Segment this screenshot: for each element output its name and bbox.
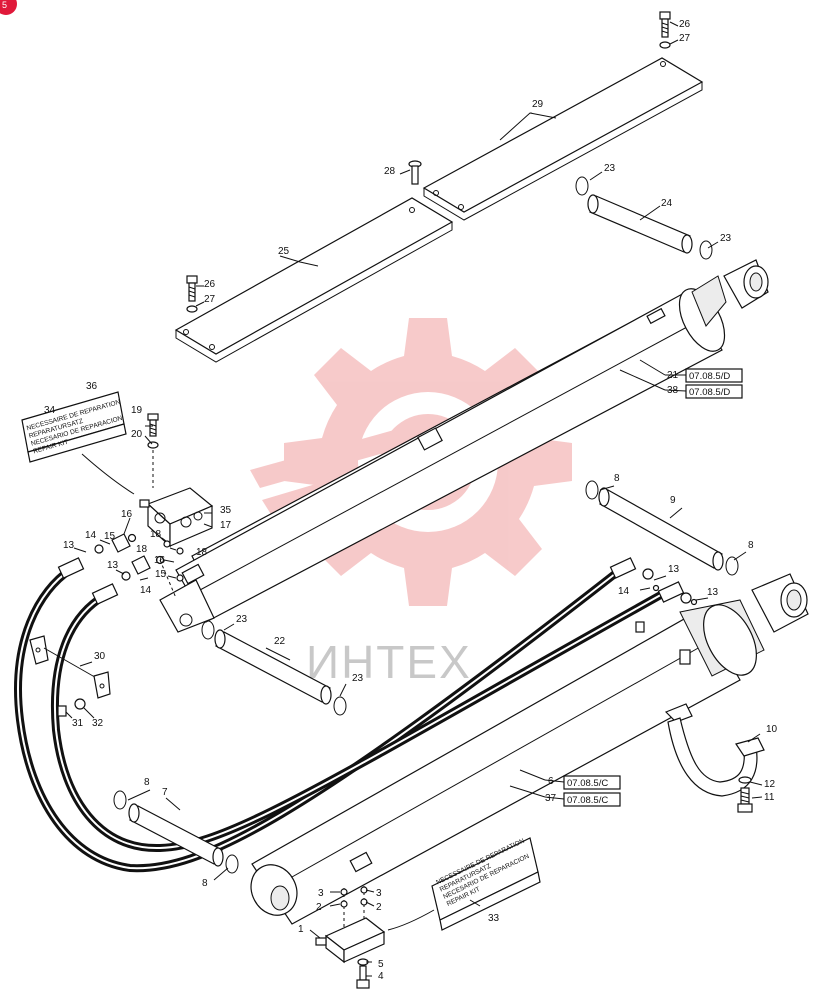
callout-18-c: 18 bbox=[136, 544, 148, 555]
valve-block-17 bbox=[139, 487, 214, 548]
callout-18-b: 18 bbox=[196, 547, 208, 558]
callout-17: 17 bbox=[220, 520, 232, 531]
callout-20: 20 bbox=[131, 429, 143, 440]
reference-text-37: 07.08.5/C bbox=[567, 795, 608, 806]
callout-14-a: 14 bbox=[85, 530, 97, 541]
hydraulic-cylinder-lower bbox=[250, 573, 809, 925]
callout-16-a: 16 bbox=[121, 509, 133, 520]
fitting-15-lower bbox=[121, 555, 165, 581]
valve-block-1 bbox=[315, 886, 386, 964]
watermark-text: ИНТЕХ bbox=[306, 636, 472, 688]
callout-27-top: 27 bbox=[679, 33, 691, 44]
fitting-15-upper bbox=[94, 533, 137, 554]
callout-38: 38 bbox=[667, 385, 679, 396]
callout-15-b: 15 bbox=[155, 569, 167, 580]
callout-26-left: 26 bbox=[204, 279, 216, 290]
brand-badge-icon: 5 bbox=[0, 0, 17, 15]
bolt-28 bbox=[408, 160, 422, 185]
bolt-31 bbox=[57, 698, 86, 717]
seal-18-b bbox=[176, 547, 184, 555]
reference-text-21: 07.08.5/D bbox=[689, 371, 730, 382]
bolt-26-left bbox=[186, 275, 198, 313]
callout-27-left: 27 bbox=[204, 294, 216, 305]
pin-9 bbox=[585, 480, 739, 576]
reference-box-38: 07.08.5/D bbox=[685, 384, 743, 399]
callout-8-c: 8 bbox=[144, 777, 150, 788]
callout-23-d: 23 bbox=[352, 673, 364, 684]
callout-13-a: 13 bbox=[63, 540, 75, 551]
callout-3-b: 3 bbox=[376, 888, 382, 899]
repair-kit-card-upper: NECESSAIRE DE REPARATION REPARATURSATZ N… bbox=[21, 391, 135, 495]
callout-29: 29 bbox=[532, 99, 544, 110]
callout-8-d: 8 bbox=[202, 878, 208, 889]
callout-8-b: 8 bbox=[748, 540, 754, 551]
callout-37: 37 bbox=[545, 793, 557, 804]
cover-plate-25 bbox=[174, 197, 454, 363]
svg-text:5: 5 bbox=[2, 0, 7, 10]
hose-end-fittings bbox=[57, 557, 698, 606]
callout-18-a: 18 bbox=[150, 529, 162, 540]
callout-23-b: 23 bbox=[720, 233, 732, 244]
callout-5: 5 bbox=[378, 959, 384, 970]
reference-box-37: 07.08.5/C bbox=[563, 792, 621, 807]
callout-35: 35 bbox=[220, 505, 232, 516]
callout-8-a: 8 bbox=[614, 473, 620, 484]
reference-text-6: 07.08.5/C bbox=[567, 778, 608, 789]
callout-11: 11 bbox=[764, 792, 775, 803]
callout-10: 10 bbox=[766, 724, 778, 735]
callout-numbers: 26 27 29 28 23 24 23 25 26 27 21 38 36 3… bbox=[44, 19, 778, 982]
callout-31: 31 bbox=[72, 718, 84, 729]
callout-34: 34 bbox=[44, 405, 56, 416]
callout-33: 33 bbox=[488, 913, 500, 924]
pin-7 bbox=[113, 790, 239, 874]
hydraulic-hose-inner bbox=[51, 588, 670, 853]
callout-23-a: 23 bbox=[604, 163, 616, 174]
callout-21: 21 bbox=[667, 370, 679, 381]
callout-13-d: 13 bbox=[707, 587, 719, 598]
callout-14-b: 14 bbox=[140, 585, 152, 596]
callout-24: 24 bbox=[661, 198, 673, 209]
seal-18-a bbox=[163, 540, 171, 548]
callout-13-b: 13 bbox=[107, 560, 119, 571]
callout-3-a: 3 bbox=[318, 888, 324, 899]
reference-box-21: 07.08.5/D bbox=[685, 368, 743, 383]
callout-16-b: 16 bbox=[154, 555, 166, 566]
bolt-26-top bbox=[659, 11, 671, 49]
callout-30: 30 bbox=[94, 651, 106, 662]
callout-26-top: 26 bbox=[679, 19, 691, 30]
bracket-30 bbox=[29, 635, 111, 699]
callout-1: 1 bbox=[298, 924, 304, 935]
callout-7: 7 bbox=[162, 787, 168, 798]
support-strap-10 bbox=[664, 703, 765, 797]
bolt-11 bbox=[737, 776, 753, 813]
bolt-4 bbox=[356, 958, 370, 989]
callout-2-b: 2 bbox=[376, 902, 382, 913]
pin-22 bbox=[201, 620, 347, 716]
hydraulic-cylinder-upper bbox=[159, 259, 769, 633]
callout-15-a: 15 bbox=[104, 531, 116, 542]
reference-text-38: 07.08.5/D bbox=[689, 387, 730, 398]
callout-14-c: 14 bbox=[618, 586, 630, 597]
callout-36: 36 bbox=[86, 381, 98, 392]
callout-25: 25 bbox=[278, 246, 290, 257]
callout-2-a: 2 bbox=[316, 902, 322, 913]
callout-19: 19 bbox=[131, 405, 143, 416]
callout-4: 4 bbox=[378, 971, 384, 982]
pin-24 bbox=[575, 176, 713, 260]
callout-9: 9 bbox=[670, 495, 676, 506]
callout-28: 28 bbox=[384, 166, 396, 177]
callout-6: 6 bbox=[548, 776, 554, 787]
callout-23-c: 23 bbox=[236, 614, 248, 625]
callout-13-c: 13 bbox=[668, 564, 680, 575]
leader-lines bbox=[65, 21, 763, 977]
callout-22: 22 bbox=[274, 636, 286, 647]
bolt-19 bbox=[147, 413, 159, 488]
callout-12: 12 bbox=[764, 779, 776, 790]
callout-32: 32 bbox=[92, 718, 104, 729]
seal-18-c bbox=[176, 574, 184, 582]
reference-box-6: 07.08.5/C bbox=[563, 775, 621, 790]
cover-plate-29 bbox=[422, 57, 704, 221]
